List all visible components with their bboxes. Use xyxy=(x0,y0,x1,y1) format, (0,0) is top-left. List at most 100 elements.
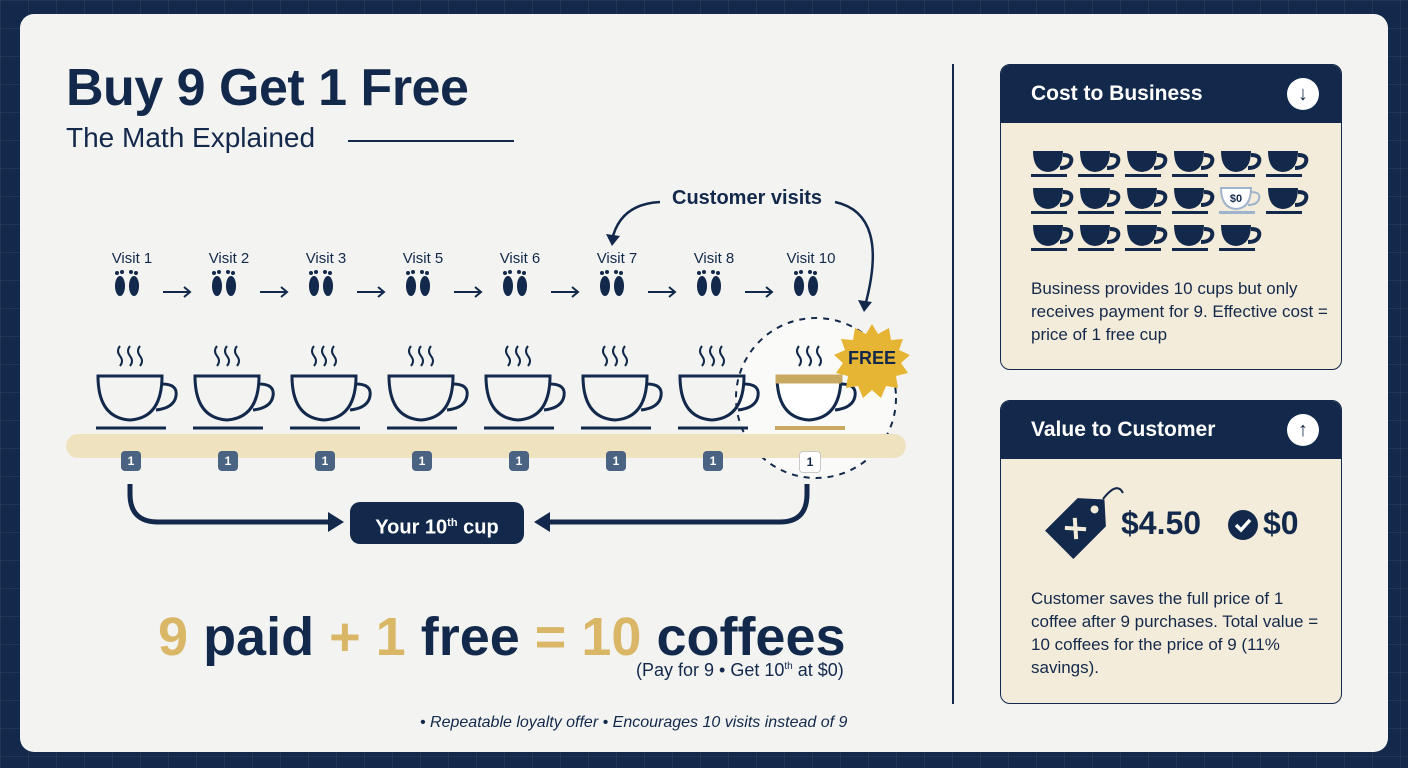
cup-icon xyxy=(1078,225,1121,251)
loop-arrow-right-head xyxy=(858,300,872,312)
panel-header: Value to Customer ↑ xyxy=(1001,401,1341,459)
total-word: coffees xyxy=(656,607,846,667)
cup-icon xyxy=(1031,225,1074,251)
arrow-down-icon: ↓ xyxy=(1287,78,1319,110)
free-cup-icon: $0 xyxy=(1219,187,1261,214)
your-cup-word: cup xyxy=(463,516,499,539)
footnote: • Repeatable loyalty offer • Encourages … xyxy=(420,714,848,731)
equation-note: (Pay for 9 • Get 10th at $0) xyxy=(636,660,844,681)
cup-icon xyxy=(1172,188,1215,214)
coffee-cup-icon xyxy=(484,345,566,430)
visit-label: Visit 1 xyxy=(111,250,153,267)
subtitle-rule xyxy=(348,140,514,142)
cup-icon xyxy=(1172,151,1215,177)
plus-sign: + xyxy=(329,607,361,667)
bottom-arrow-left xyxy=(127,484,332,525)
customer-visits-label: Customer visits xyxy=(672,187,823,209)
cup-icon xyxy=(1078,188,1121,214)
old-price: $4.50 xyxy=(1121,505,1202,541)
coffee-cup-icon xyxy=(96,345,178,430)
cup-icon xyxy=(1031,188,1074,214)
cup-icon xyxy=(1266,151,1309,177)
loop-arrow-left-head xyxy=(606,234,620,246)
arrow-right-icon xyxy=(163,286,192,298)
footprints-icon xyxy=(794,270,818,296)
equation-note-end: at $0) xyxy=(792,660,844,680)
free-cup-count-badge: 1 xyxy=(799,451,821,473)
cost-to-business-panel: Cost to Business ↓ $0 Business provides … xyxy=(1000,64,1342,370)
bottom-arrow-left-head xyxy=(328,512,344,532)
footprints-icon xyxy=(309,270,333,296)
vertical-divider xyxy=(952,64,954,704)
cup-count-badge: 1 xyxy=(315,451,335,471)
your-10th-cup-pill: Your 10th cup xyxy=(350,502,524,544)
cup-count-badge: 1 xyxy=(509,451,529,471)
arrow-up-icon: ↑ xyxy=(1287,414,1319,446)
free-badge-label: FREE xyxy=(847,348,896,368)
page-title: Buy 9 Get 1 Free xyxy=(66,59,469,117)
free-word: free xyxy=(420,607,520,667)
price-tag-icon xyxy=(1045,487,1124,559)
arrow-right-icon xyxy=(745,286,774,298)
visit-label: Visit 8 xyxy=(693,250,735,267)
checkmark-circle-icon xyxy=(1228,510,1258,540)
free-starburst xyxy=(834,324,910,398)
cup-count-badge: 1 xyxy=(218,451,238,471)
visit-label: Visit 3 xyxy=(305,250,347,267)
panel-title: Value to Customer xyxy=(1031,418,1216,441)
coffee-cup-icon xyxy=(290,345,372,430)
arrow-right-icon xyxy=(357,286,386,298)
value-panel-text: Customer saves the full price of 1 coffe… xyxy=(1031,589,1319,677)
new-price: $0 xyxy=(1263,505,1299,541)
footprints-icon xyxy=(503,270,527,296)
loop-arrow-right xyxy=(834,200,875,307)
visit-label: Visit 2 xyxy=(208,250,250,267)
cup-count-badge: 1 xyxy=(703,451,723,471)
cup-icon xyxy=(1125,225,1168,251)
coffee-cup-icon xyxy=(581,345,663,430)
panel-header: Cost to Business ↓ xyxy=(1001,65,1341,123)
cup-icon xyxy=(1031,151,1074,177)
value-to-customer-panel: Value to Customer ↑ $4.50 $0 Customer sa… xyxy=(1000,400,1342,704)
free-number: 1 xyxy=(375,607,406,667)
arrow-right-icon xyxy=(260,286,289,298)
starburst-shape xyxy=(834,324,910,398)
your-cup-suffix: th xyxy=(447,517,458,529)
page-subtitle: The Math Explained xyxy=(66,122,316,153)
cup-icon xyxy=(1125,151,1168,177)
cost-panel-text: Business provides 10 cups but only recei… xyxy=(1031,279,1328,344)
equation-note-start: (Pay for 9 • Get 10 xyxy=(636,660,785,680)
infographic-card: Buy 9 Get 1 Free The Math Explained Cust… xyxy=(20,14,1388,752)
equation: 9 paid + 1 free = 10 coffees xyxy=(158,606,846,668)
your-cup-text: Your 10 xyxy=(375,516,448,539)
arrow-right-icon xyxy=(454,286,483,298)
equation-note-sup: th xyxy=(784,661,793,672)
footprints-icon xyxy=(600,270,624,296)
cup-icon xyxy=(1078,151,1121,177)
cup-shelf xyxy=(66,434,906,458)
loop-arrow-left xyxy=(610,200,661,241)
equals-sign: = xyxy=(534,607,567,667)
cup-count-badge: 1 xyxy=(121,451,141,471)
coffee-cup-icon xyxy=(387,345,469,430)
cup-icon xyxy=(1219,151,1262,177)
cup-icon xyxy=(1125,188,1168,214)
visit-label: Visit 6 xyxy=(499,250,541,267)
cup-count-badge: 1 xyxy=(606,451,626,471)
visit-label: Visit 7 xyxy=(596,250,638,267)
cup-icon xyxy=(1172,225,1215,251)
footprints-icon xyxy=(697,270,721,296)
cup-count-badge: 1 xyxy=(412,451,432,471)
footprints-icon xyxy=(212,270,236,296)
paid-word: paid xyxy=(203,607,315,667)
coffee-cup-icon xyxy=(678,345,760,430)
cup-icon xyxy=(1266,188,1309,214)
visit-label: Visit 5 xyxy=(402,250,444,267)
panel-title: Cost to Business xyxy=(1031,82,1203,105)
coffee-cup-icon xyxy=(193,345,275,430)
cost-cups-grid: $0 xyxy=(1031,151,1309,251)
cups-row xyxy=(96,345,857,430)
arrow-right-icon xyxy=(648,286,677,298)
paid-number: 9 xyxy=(158,607,189,667)
bottom-arrow-right-head xyxy=(534,512,550,532)
